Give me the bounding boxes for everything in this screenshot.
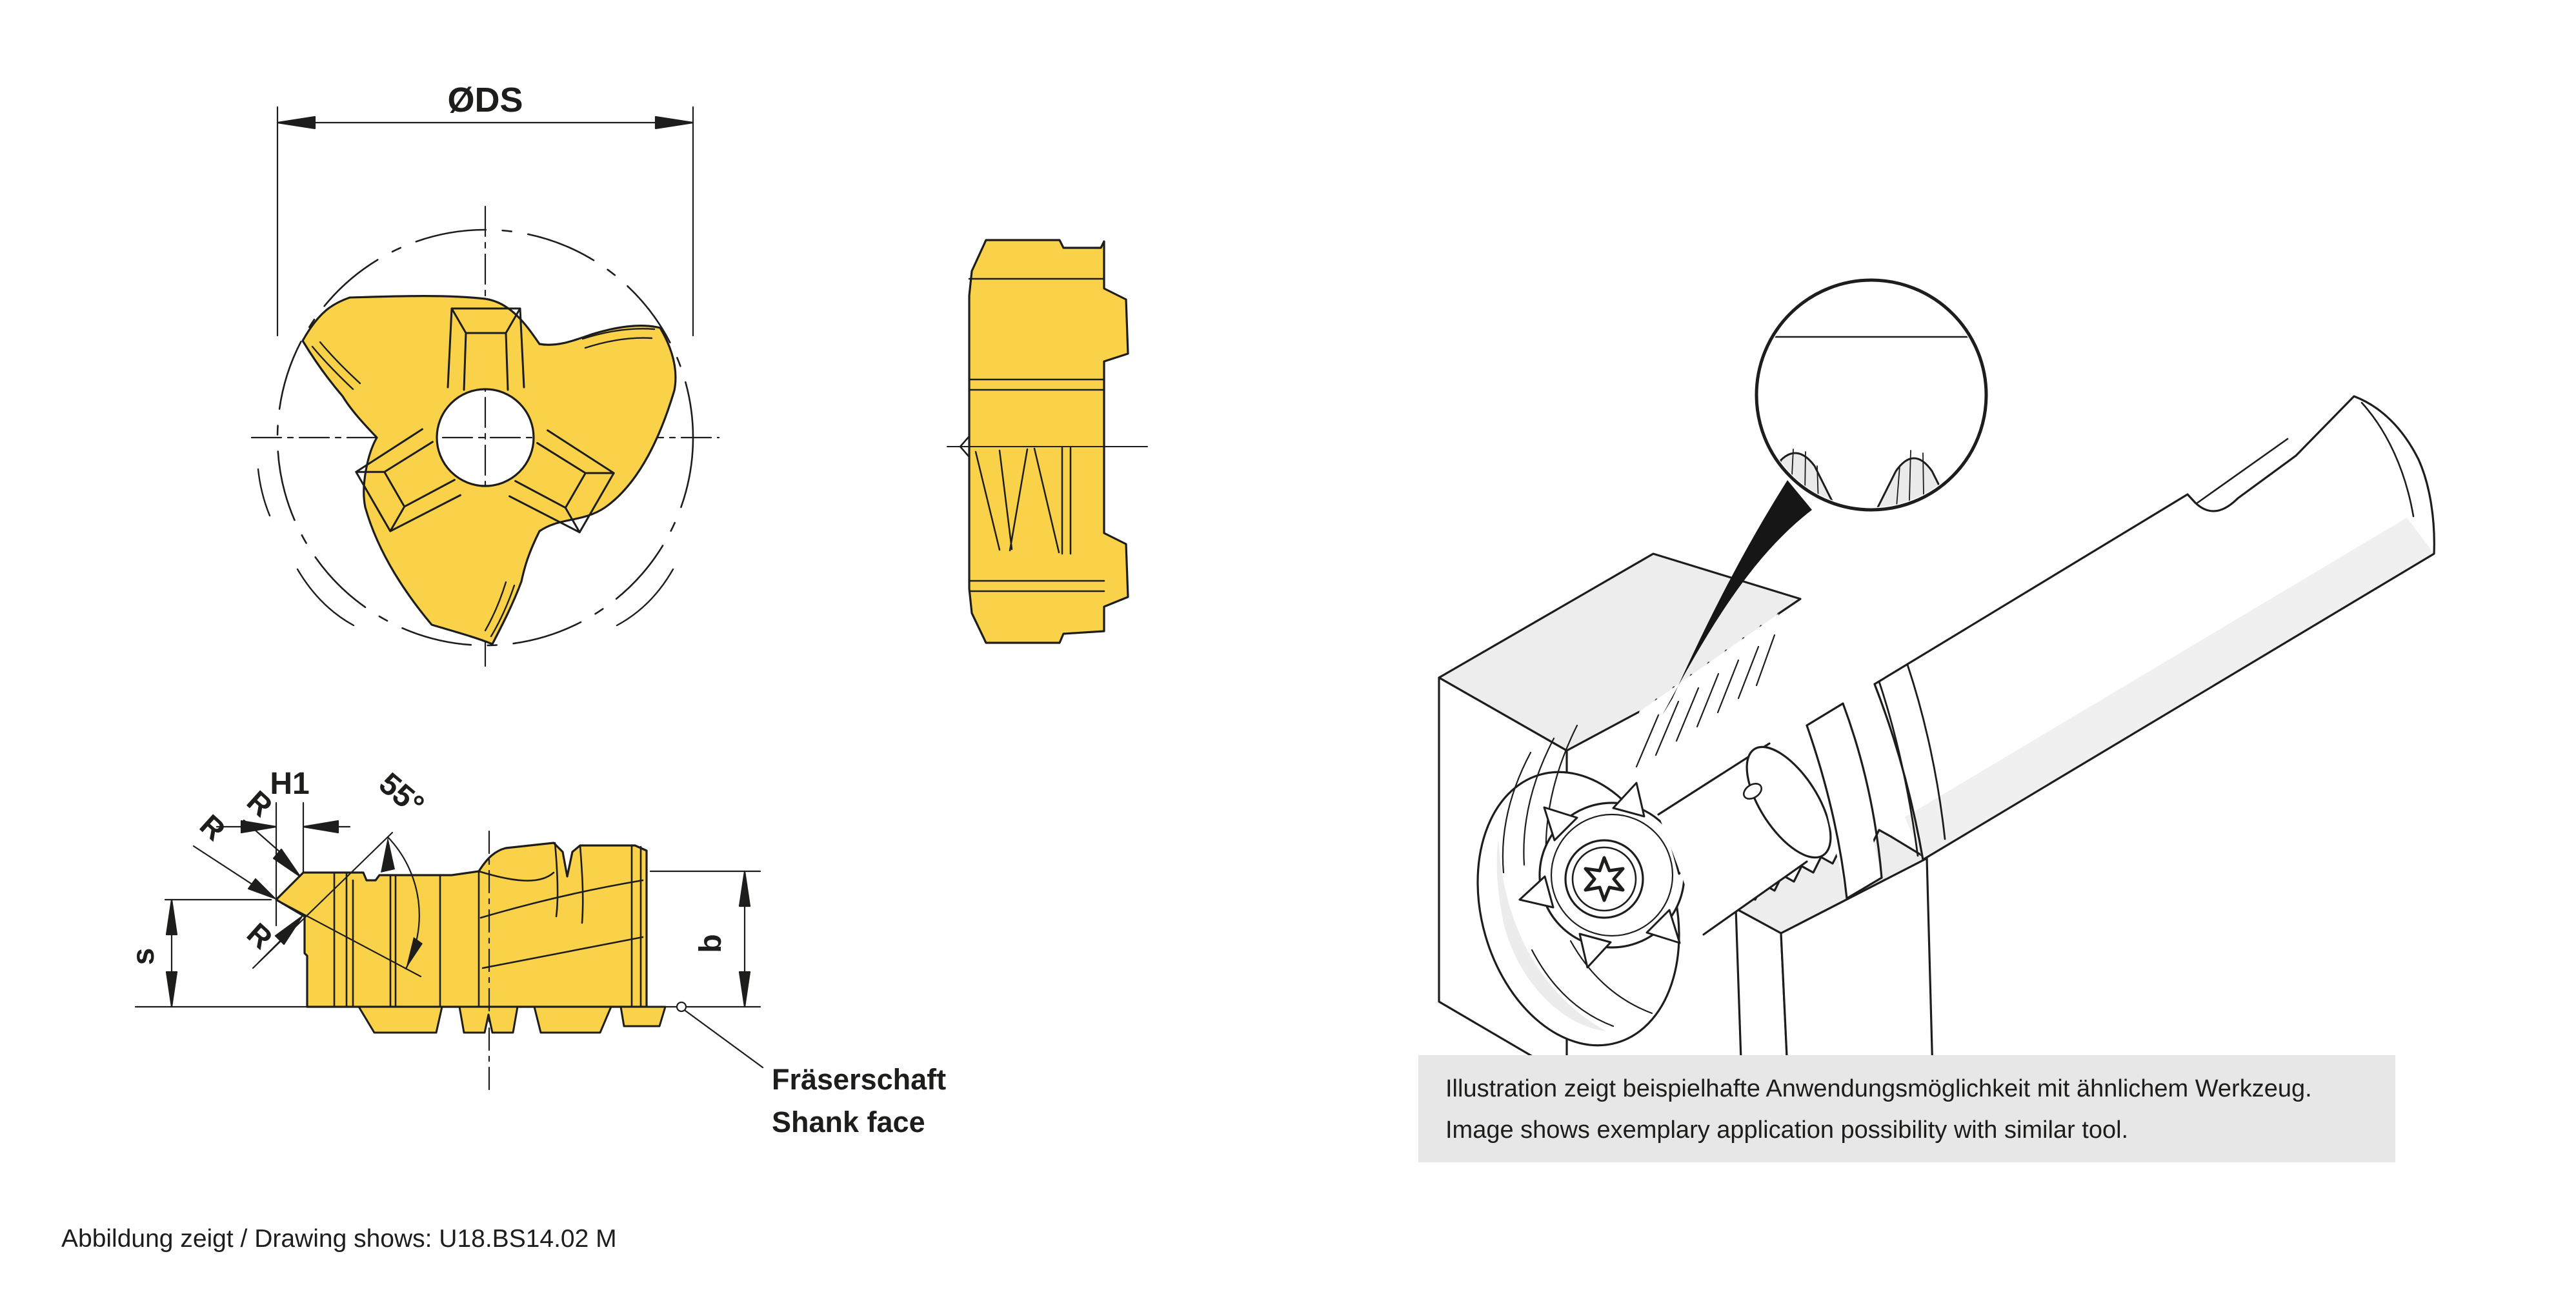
cutting-edge-lands (311, 328, 656, 638)
insert-pockets (355, 307, 615, 534)
application-note-box: Illustration zeigt beispielhafte Anwendu… (1418, 1055, 2395, 1162)
s-label: s (126, 948, 161, 965)
tool-collar (1806, 702, 1883, 900)
radius-label-2: R (194, 808, 232, 847)
side-view (947, 239, 1148, 644)
insert-profile-outline (275, 842, 648, 1008)
h1-label: H1 (270, 767, 309, 801)
application-illustration: Illustration zeigt beispielhafte Anwendu… (1418, 278, 2435, 1162)
insert-feet (357, 1006, 667, 1034)
drawing-caption: Abbildung zeigt / Drawing shows: U18.BS1… (61, 1225, 617, 1253)
insert-front-outline (301, 295, 677, 645)
radius-label-3: R (241, 916, 279, 956)
b-dimension (649, 870, 761, 1008)
weldon-flat-edge (2195, 438, 2289, 505)
radius-leaders (192, 819, 303, 964)
shank-face-label-en: Shank face (772, 1106, 925, 1138)
shank-face-leader (676, 1001, 764, 1069)
balloon-pointer (1662, 480, 1812, 715)
front-view: ØDS (250, 81, 720, 672)
application-note-line-en: Image shows exemplary application possib… (1445, 1117, 2128, 1144)
torx-screw-icon (1564, 839, 1644, 919)
shank-face-label-de: Fräserschaft (772, 1063, 946, 1096)
angle-55-label: 55° (372, 766, 430, 822)
internal-thread-arcs (1502, 724, 1653, 1027)
dds-label: ØDS (447, 81, 523, 119)
insert-side-outline (968, 239, 1129, 644)
application-note-line-de: Illustration zeigt beispielhafte Anwendu… (1445, 1075, 2312, 1102)
shank-end-seam (2360, 401, 2415, 518)
profile-detail-lines (333, 842, 644, 1008)
tool-neck (1657, 742, 1832, 936)
cut-thread-sections (1635, 634, 1776, 768)
b-label: b (694, 934, 728, 953)
profile-view: H1 55° R R R s (126, 766, 946, 1138)
dds-dimension (276, 106, 694, 337)
h1-dimension (216, 802, 351, 927)
s-dimension (164, 898, 272, 1008)
insert-head (1518, 782, 1706, 969)
tool-shank (1873, 395, 2435, 861)
